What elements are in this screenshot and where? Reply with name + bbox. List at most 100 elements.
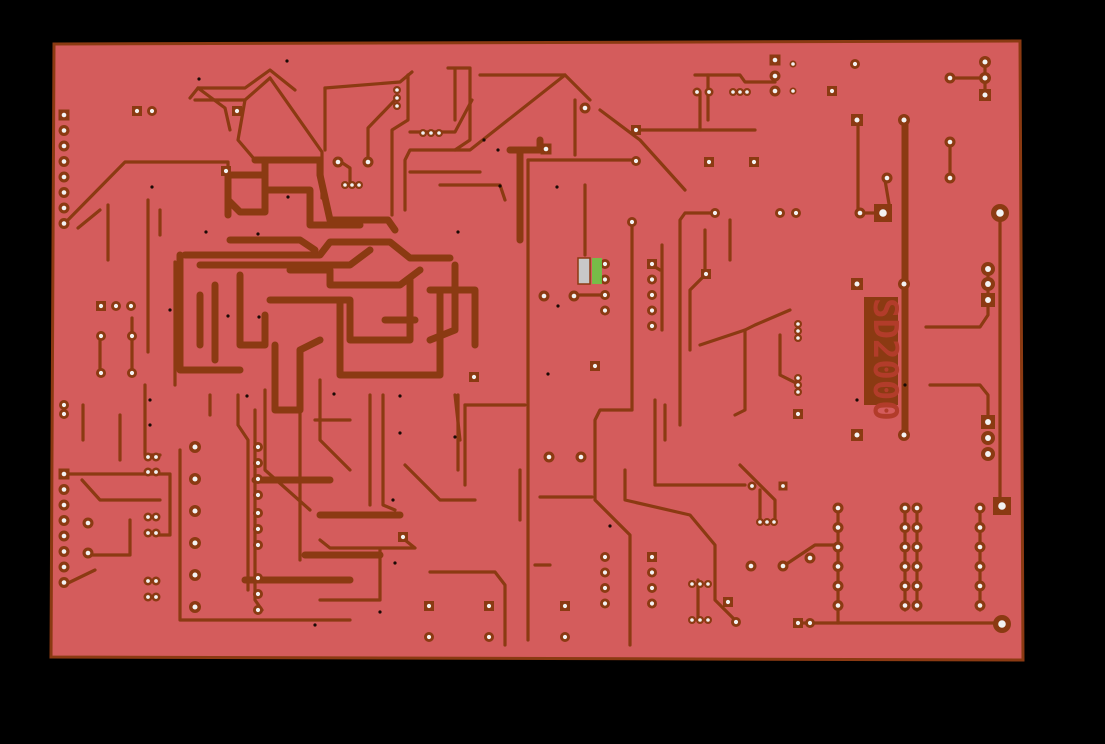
square-pad bbox=[851, 114, 863, 126]
round-pad bbox=[981, 447, 995, 461]
round-pad bbox=[944, 136, 956, 148]
via bbox=[903, 383, 907, 387]
round-pad bbox=[944, 72, 956, 84]
round-pad bbox=[974, 561, 986, 572]
round-pad bbox=[647, 567, 657, 578]
square-pad bbox=[793, 618, 803, 628]
round-pad bbox=[189, 505, 201, 517]
round-pad bbox=[832, 580, 844, 592]
square-pad bbox=[424, 601, 434, 611]
round-pad bbox=[560, 632, 570, 642]
via bbox=[546, 372, 550, 376]
square-pad bbox=[540, 143, 552, 155]
round-pad bbox=[911, 541, 923, 553]
round-pad bbox=[850, 59, 860, 69]
round-pad bbox=[424, 632, 434, 642]
round-pad bbox=[58, 202, 70, 214]
via bbox=[855, 398, 859, 402]
via bbox=[393, 561, 397, 565]
round-pad bbox=[59, 400, 69, 410]
round-pad bbox=[704, 580, 712, 588]
round-pad bbox=[979, 72, 991, 84]
pads-layer bbox=[58, 54, 1011, 642]
square-pad bbox=[981, 415, 995, 429]
round-pad bbox=[832, 561, 844, 572]
round-pad bbox=[253, 540, 263, 550]
round-pad bbox=[974, 522, 986, 533]
via bbox=[285, 59, 289, 63]
round-pad bbox=[127, 368, 137, 378]
round-pad bbox=[96, 368, 106, 378]
round-pad bbox=[600, 567, 610, 578]
round-pad bbox=[731, 617, 741, 627]
round-pad bbox=[911, 502, 923, 514]
round-pad bbox=[253, 442, 263, 452]
via bbox=[197, 77, 201, 81]
round-pad bbox=[253, 490, 263, 500]
round-pad bbox=[189, 537, 201, 549]
board-silkscreen-label: SD2000 bbox=[865, 298, 905, 421]
round-pad bbox=[568, 290, 580, 302]
round-pad bbox=[82, 547, 94, 559]
round-pad bbox=[253, 474, 263, 484]
round-pad bbox=[911, 522, 923, 533]
round-pad bbox=[974, 600, 986, 611]
round-pad bbox=[688, 580, 696, 588]
round-pad bbox=[600, 305, 610, 316]
via bbox=[608, 524, 612, 528]
square-pad bbox=[58, 468, 70, 480]
via bbox=[456, 230, 460, 234]
round-pad bbox=[981, 277, 995, 291]
round-pad bbox=[58, 515, 70, 526]
round-pad bbox=[763, 518, 771, 526]
round-pad bbox=[58, 156, 70, 167]
round-pad bbox=[600, 290, 610, 300]
via bbox=[556, 304, 560, 308]
round-pad bbox=[974, 580, 986, 592]
square-pad bbox=[398, 532, 408, 542]
via bbox=[245, 394, 249, 398]
round-pad bbox=[981, 431, 995, 445]
round-pad bbox=[769, 85, 781, 97]
round-pad bbox=[775, 208, 785, 218]
round-pad bbox=[832, 522, 844, 533]
square-pad bbox=[749, 157, 759, 167]
round-pad bbox=[151, 512, 161, 522]
square-pad bbox=[981, 293, 995, 307]
round-pad bbox=[899, 600, 911, 611]
round-pad bbox=[58, 125, 70, 136]
round-pad bbox=[704, 87, 714, 97]
square-pad bbox=[132, 106, 142, 116]
square-pad bbox=[647, 259, 657, 269]
via bbox=[391, 498, 395, 502]
round-pad bbox=[253, 508, 263, 518]
round-pad bbox=[189, 569, 201, 581]
round-pad bbox=[189, 601, 201, 613]
round-pad bbox=[393, 86, 401, 94]
round-pad bbox=[974, 502, 986, 514]
round-pad bbox=[794, 334, 802, 342]
square-pad bbox=[793, 409, 803, 419]
round-pad bbox=[704, 616, 712, 624]
via bbox=[555, 185, 559, 189]
round-pad bbox=[393, 94, 401, 102]
round-pad bbox=[253, 458, 263, 468]
square-pad bbox=[484, 601, 494, 611]
square-pad bbox=[560, 601, 570, 611]
round-pad bbox=[362, 156, 374, 168]
square-pad bbox=[701, 269, 711, 279]
round-pad bbox=[58, 546, 70, 557]
via bbox=[204, 230, 208, 234]
round-pad bbox=[911, 580, 923, 592]
round-pad bbox=[898, 429, 910, 441]
square-pad bbox=[827, 86, 837, 96]
round-pad bbox=[538, 290, 550, 302]
via bbox=[313, 623, 317, 627]
round-pad bbox=[189, 441, 201, 453]
square-pad bbox=[851, 429, 863, 441]
via bbox=[148, 423, 152, 427]
square-pad bbox=[58, 109, 70, 121]
via bbox=[148, 398, 152, 402]
via bbox=[496, 148, 500, 152]
